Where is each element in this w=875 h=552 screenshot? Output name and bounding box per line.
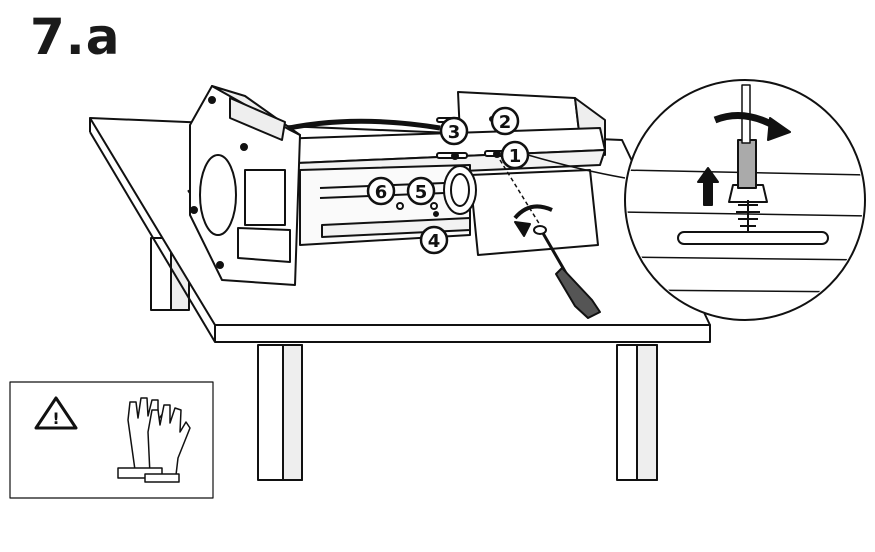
callout-1: 1 bbox=[500, 140, 530, 170]
zoom-pointer bbox=[527, 154, 626, 179]
arrow-up-icon bbox=[697, 167, 719, 206]
svg-text:3: 3 bbox=[448, 122, 461, 143]
callout-4: 4 bbox=[419, 225, 449, 255]
warning-triangle-icon: ! bbox=[34, 396, 78, 430]
motor-housing bbox=[457, 91, 606, 256]
gloves-icon bbox=[117, 397, 191, 483]
callout-3: 3 bbox=[439, 116, 469, 146]
callout-2: 2 bbox=[490, 106, 520, 136]
screwdriver-icon bbox=[533, 225, 601, 319]
callout-5: 5 bbox=[406, 176, 436, 206]
callout-6: 6 bbox=[366, 176, 396, 206]
step-title: 7.a bbox=[30, 8, 121, 66]
svg-text:6: 6 bbox=[375, 182, 388, 203]
guide-line bbox=[499, 159, 541, 226]
zoom-detail bbox=[624, 79, 866, 321]
rotate-arrow-icon bbox=[713, 112, 791, 141]
end-frame bbox=[189, 85, 301, 286]
svg-text:4: 4 bbox=[428, 231, 441, 252]
svg-text:!: ! bbox=[52, 409, 59, 428]
table-legs bbox=[150, 237, 658, 481]
callouts: 1 2 3 4 5 6 bbox=[366, 106, 530, 255]
svg-text:5: 5 bbox=[415, 182, 428, 203]
rotate-arrow-icon bbox=[513, 204, 553, 237]
svg-text:1: 1 bbox=[509, 146, 522, 167]
svg-text:2: 2 bbox=[499, 112, 512, 133]
